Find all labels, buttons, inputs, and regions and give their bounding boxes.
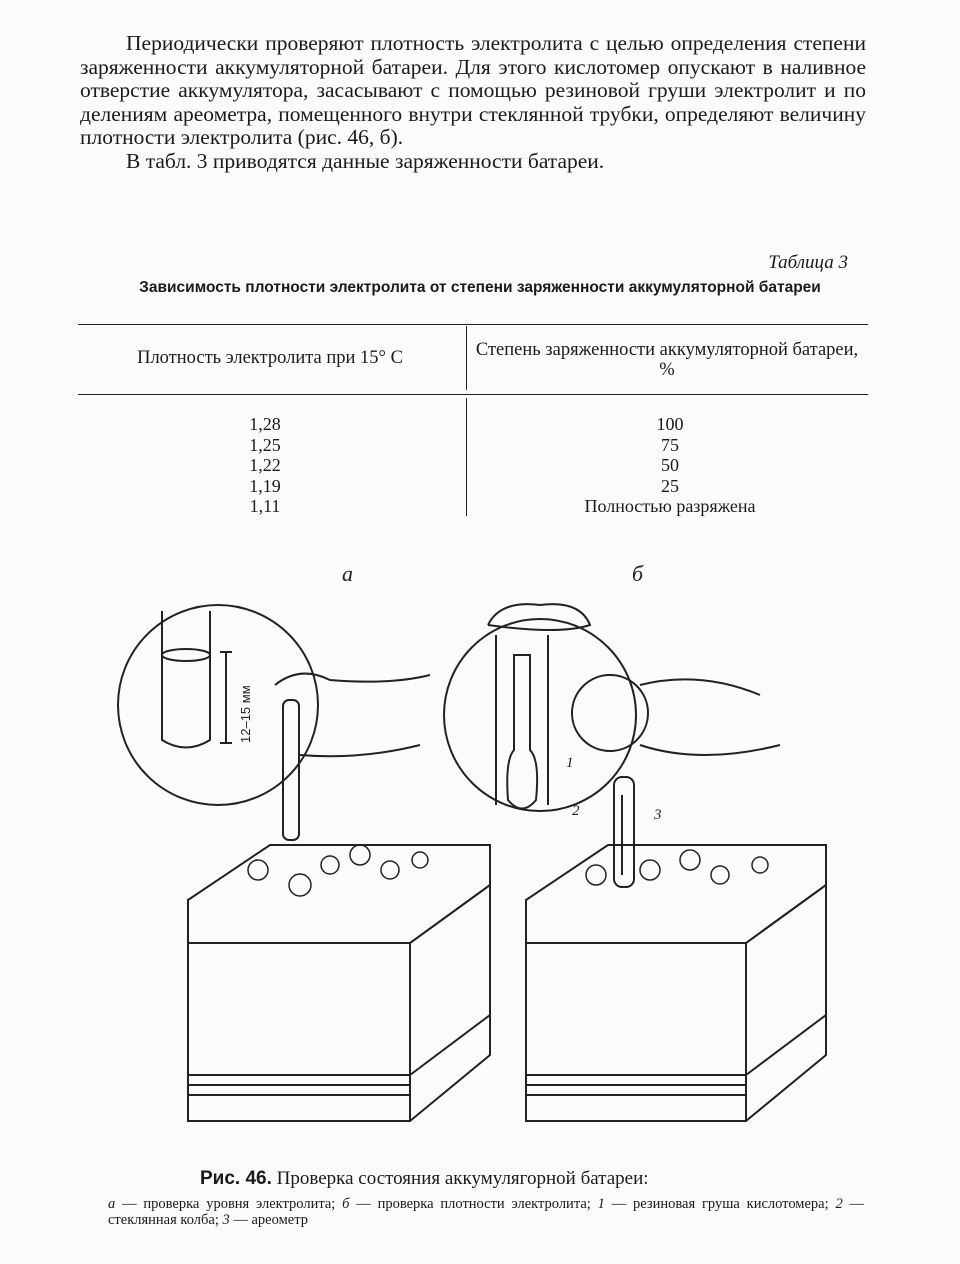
legend-text: — ареометр — [233, 1212, 308, 1228]
legend-text: — проверка плотности электролита; — [356, 1196, 591, 1212]
label-a: а — [342, 561, 353, 586]
figure-legend: а — проверка уровня электролита; б — про… — [108, 1196, 864, 1228]
table-header-divider — [466, 326, 467, 390]
table-cell: 25 — [661, 475, 679, 496]
legend-key: 1 — [597, 1196, 605, 1212]
table-title: Зависимость плотности электролита от сте… — [139, 279, 821, 296]
table-header-charge: Степень заряженности аккумуляторной бата… — [475, 340, 859, 380]
legend-key: 2 — [835, 1196, 843, 1212]
figure-title: Проверка состояния аккумулягорной батаре… — [276, 1168, 649, 1189]
legend-text: — резиновая груша кислотомера; — [611, 1196, 829, 1212]
glass-flask — [613, 776, 635, 888]
paragraph-1: Периодически проверяют плотность электро… — [80, 31, 866, 150]
legend-key: а — [108, 1196, 116, 1212]
body-text: Периодически проверяют плотность электро… — [80, 31, 866, 174]
glass-tube-a — [282, 699, 300, 841]
battery-b — [525, 844, 827, 1122]
table-header-density: Плотность электролита при 15° С — [137, 348, 403, 368]
battery-illustration: а б 12–15 мм 1 2 3 — [117, 561, 827, 1122]
figure-caption-title: Рис. 46. Проверка состояния аккумулягорн… — [200, 1168, 649, 1190]
table-label: Таблица 3 — [768, 252, 848, 273]
table-cell: 1,25 — [249, 434, 281, 455]
callout-1: 1 — [566, 755, 574, 771]
legend-text: — проверка уровня электролита; — [122, 1196, 336, 1212]
table-top-rule — [78, 324, 868, 325]
level-check-detail: 12–15 мм — [117, 604, 319, 806]
table-cell: 1,11 — [249, 496, 281, 516]
dimension-label: 12–15 мм — [238, 685, 253, 743]
hand-b — [639, 678, 781, 756]
table-cell: 50 — [661, 455, 679, 475]
table-cell: 1,22 — [249, 455, 281, 475]
label-b: б — [632, 561, 644, 586]
hand-a — [274, 672, 431, 758]
charge-column: 100 75 50 25 Полностью разряжена — [520, 414, 820, 517]
battery-a — [187, 844, 491, 1122]
table-cell: 100 — [656, 414, 684, 434]
table-cell: Полностью разряжена — [584, 496, 756, 516]
legend-text: — стеклянная колба; — [108, 1196, 865, 1228]
legend-key: 3 — [222, 1212, 230, 1228]
table-cell: 1,19 — [249, 475, 281, 496]
density-check-detail — [443, 603, 637, 812]
callout-2: 2 — [572, 803, 580, 819]
table-cell: 1,28 — [249, 414, 281, 434]
figure-number: Рис. 46. — [200, 1168, 272, 1189]
table-header-rule — [78, 394, 868, 395]
legend-key: б — [342, 1196, 350, 1212]
table-cell: 75 — [661, 434, 679, 455]
callout-3: 3 — [653, 807, 662, 823]
table-body-divider — [466, 398, 467, 516]
paragraph-2: В табл. 3 приводятся данные заряженности… — [126, 148, 605, 173]
rubber-bulb — [571, 674, 649, 752]
density-column: 1,28 1,25 1,22 1,19 1,11 — [160, 414, 370, 517]
